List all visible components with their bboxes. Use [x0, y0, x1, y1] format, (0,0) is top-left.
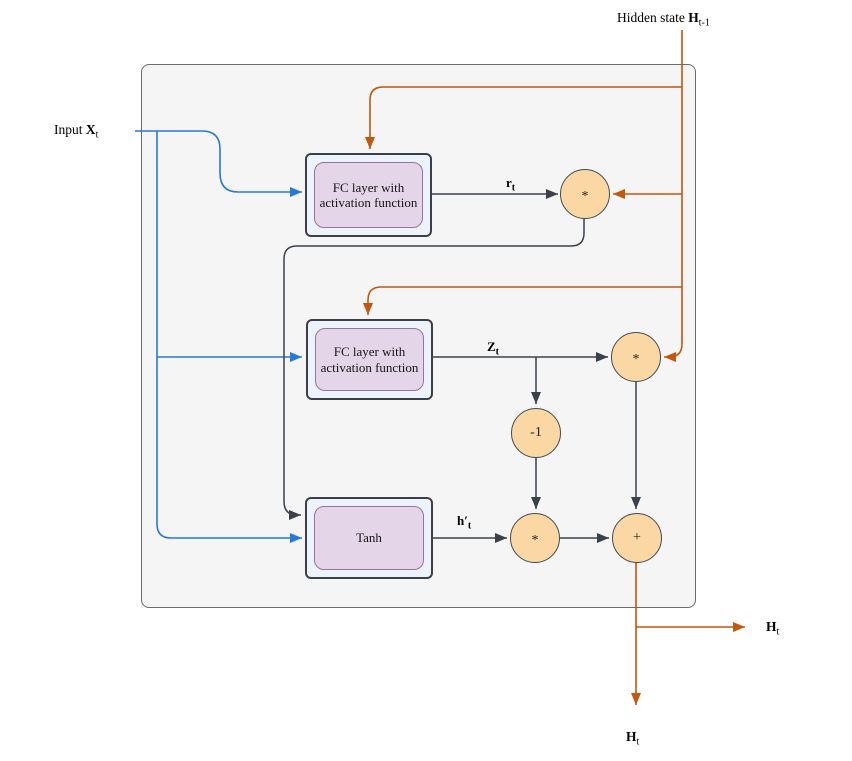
tanh-node: Tanh — [305, 497, 433, 579]
z-t-sub: t — [495, 346, 500, 358]
input-text: Input — [54, 122, 86, 137]
input-trunk-to-tanh-line — [156, 131, 302, 543]
output-right-label: Ht — [766, 619, 780, 638]
multiply-candidate-node: * — [510, 513, 560, 563]
fc-update-inner: FC layer with activation function — [315, 328, 424, 391]
multiply-reset-label: * — [581, 189, 589, 204]
fc-reset-inner: FC layer with activation function — [314, 162, 423, 228]
fc-reset-node: FC layer with activation function — [305, 153, 432, 237]
tanh-inner: Tanh — [314, 506, 424, 570]
hidden-state-trunk-line — [664, 30, 683, 362]
h-prime-t-var: h′ — [457, 513, 468, 528]
internal-flow-lines — [283, 189, 641, 543]
output-right-sub: t — [776, 626, 780, 638]
r-t-label: rt — [506, 175, 516, 194]
hidden-state-var: H — [688, 10, 699, 25]
hidden-state-flow-lines — [363, 30, 745, 705]
input-sub: t — [95, 129, 99, 141]
fc-update-node: FC layer with activation function — [306, 319, 433, 400]
output-bottom-label: Ht — [626, 729, 640, 748]
multiply-update-label: * — [632, 352, 640, 367]
multiply-update-node: * — [611, 332, 661, 382]
input-label: Input Xt — [54, 122, 99, 141]
r-t-sub: t — [511, 182, 516, 194]
input-var: X — [85, 122, 96, 137]
output-right-var: H — [766, 619, 777, 634]
hidden-state-text: Hidden state — [617, 10, 689, 25]
fc-update-label-line2: activation function — [320, 359, 419, 375]
h-prime-t-label: h′t — [457, 513, 472, 532]
tanh-label: Tanh — [356, 530, 382, 546]
reset-gate-to-tanh-line — [283, 219, 585, 520]
z-t-label: Zt — [487, 339, 500, 358]
output-bottom-sub: t — [636, 736, 640, 748]
hidden-state-label: Hidden state Ht-1 — [617, 10, 710, 29]
hidden-state-sub: t-1 — [698, 17, 710, 29]
multiply-candidate-label: * — [531, 533, 539, 548]
fc-update-label-line1: FC layer with — [333, 344, 406, 359]
add-node: + — [612, 513, 662, 563]
input-flow-lines — [135, 130, 302, 543]
output-bottom-var: H — [626, 729, 637, 744]
h-prime-t-sub: t — [467, 520, 472, 532]
minus-one-node: -1 — [511, 408, 561, 458]
hidden-to-fc-reset-line — [365, 86, 682, 149]
hidden-to-fc-update-line — [363, 286, 682, 315]
fc-reset-label-line1: FC layer with — [332, 179, 405, 195]
multiply-reset-node: * — [560, 169, 610, 219]
add-label: + — [633, 530, 641, 545]
r-t-var: r — [506, 175, 512, 190]
input-to-fc-reset-line — [135, 130, 302, 197]
z-t-var: Z — [487, 339, 496, 354]
minus-one-label: -1 — [530, 425, 542, 440]
fc-reset-label-line2: activation function — [319, 195, 418, 210]
